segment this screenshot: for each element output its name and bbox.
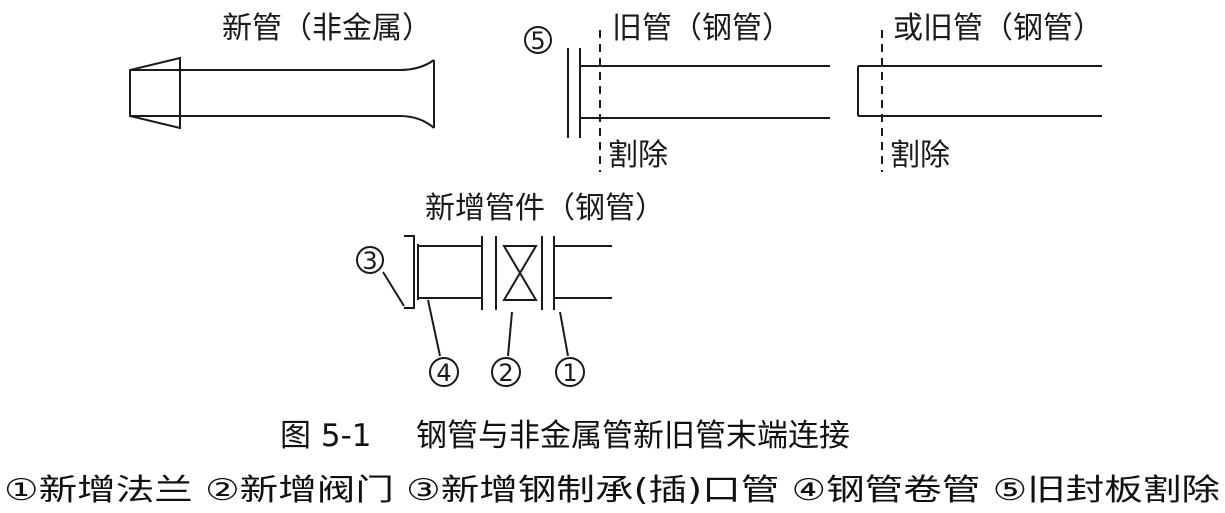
socket-bracket <box>404 235 415 309</box>
marker-1-number: 1 <box>562 359 577 387</box>
marker-3-circle <box>356 246 384 274</box>
marker-5-number: 5 <box>530 27 545 55</box>
marker-5-circle <box>524 26 552 54</box>
marker-2-number: 2 <box>498 359 513 387</box>
marker-4-number: 4 <box>436 359 451 387</box>
caption-title: 钢管与非金属管新旧管末端连接 <box>416 418 850 454</box>
label-new-fittings: 新增管件（钢管） <box>425 191 665 226</box>
marker-1-circle <box>555 357 585 387</box>
marker-2-circle <box>491 357 521 387</box>
label-cut-a: 割除 <box>608 138 668 173</box>
caption-figure-number: 图 5-1 <box>280 418 372 454</box>
marker-3-number: 3 <box>362 247 377 275</box>
label-cut-b: 割除 <box>890 138 950 173</box>
valve-symbol <box>502 245 538 301</box>
legend-text: ①新增法兰 ②新增阀门 ③新增钢制承(插)口管 ④钢管卷管 ⑤旧封板割除 <box>4 473 1220 508</box>
pipe-taper-end <box>129 56 181 130</box>
old-steel-pipe: 旧管（钢管） 5 割除 <box>524 11 830 173</box>
label-old-pipe-a: 旧管（钢管） <box>612 11 792 46</box>
marker-4-circle <box>429 357 459 387</box>
figure-caption: 图 5-1 钢管与非金属管新旧管末端连接 <box>280 418 850 454</box>
label-new-pipe: 新管（非金属） <box>222 11 432 46</box>
new-fittings-assembly: 新增管件（钢管） 3 4 2 1 <box>356 191 665 387</box>
alt-old-steel-pipe: 或旧管（钢管） 割除 <box>857 11 1103 173</box>
label-old-pipe-b: 或旧管（钢管） <box>893 11 1103 46</box>
new-nonmetal-pipe: 新管（非金属） <box>129 11 435 130</box>
